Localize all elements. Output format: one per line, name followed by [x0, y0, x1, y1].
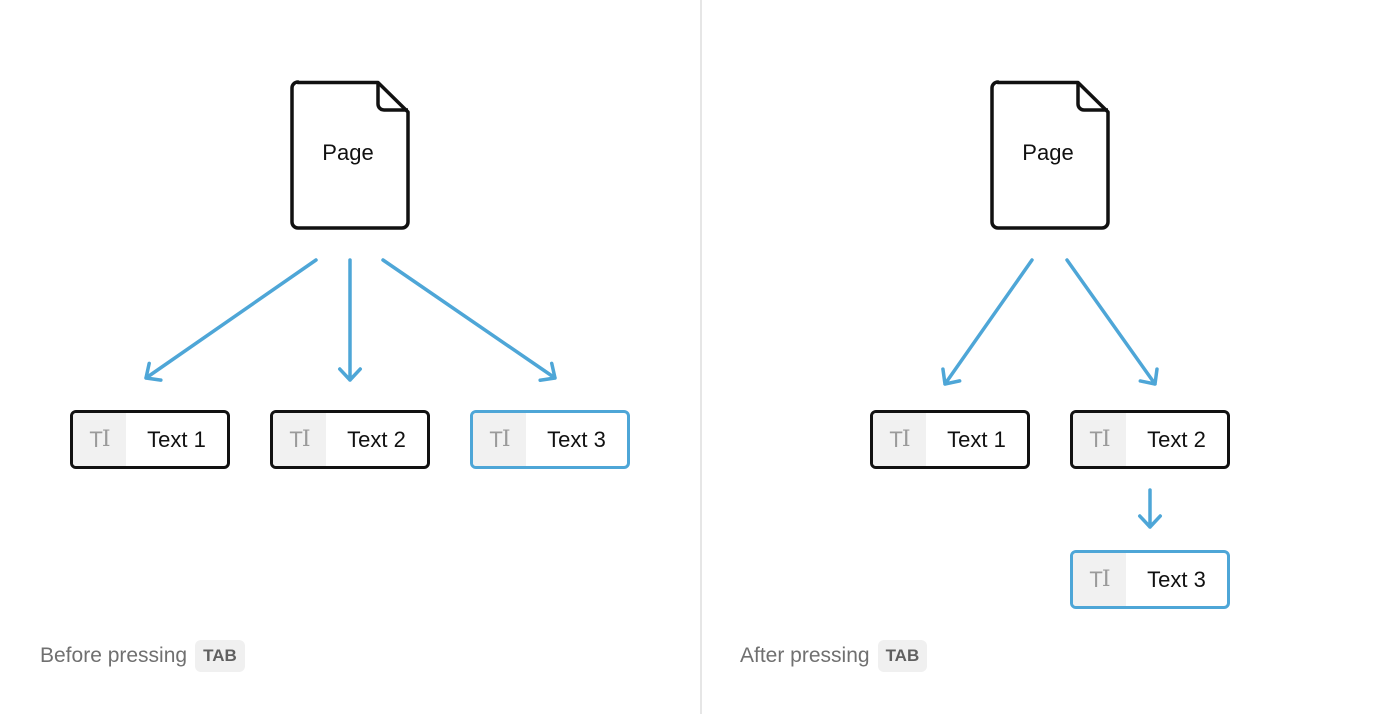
block-label: Text 3	[1147, 566, 1206, 592]
block-label: Text 3	[547, 426, 606, 452]
arrow-page-to-text-2	[338, 258, 362, 382]
arrow-text-2-to-text-3	[1138, 488, 1162, 529]
block-label: Text 2	[1147, 426, 1206, 452]
tab-key-badge: TAB	[195, 640, 245, 672]
arrow-page-to-text-1	[941, 258, 1034, 386]
block-label: Text 1	[147, 426, 206, 452]
tab-key-badge: TAB	[877, 640, 928, 672]
arrow-page-to-text-2	[1065, 258, 1159, 386]
page-label: Page	[1022, 140, 1074, 165]
caption-text: After pressing	[740, 644, 870, 667]
page-document-icon: Page	[990, 80, 1110, 230]
page-document-icon: Page	[290, 80, 410, 230]
after-caption: After pressing TAB	[740, 640, 928, 672]
panel-divider	[700, 0, 702, 714]
before-caption: Before pressing TAB	[40, 640, 245, 672]
block-label: Text 1	[947, 426, 1006, 452]
caption-text: Before pressing	[40, 644, 188, 667]
page-label: Page	[322, 140, 374, 165]
arrow-page-to-text-3	[381, 258, 557, 382]
arrow-page-to-text-1	[144, 258, 318, 382]
block-label: Text 2	[347, 426, 406, 452]
